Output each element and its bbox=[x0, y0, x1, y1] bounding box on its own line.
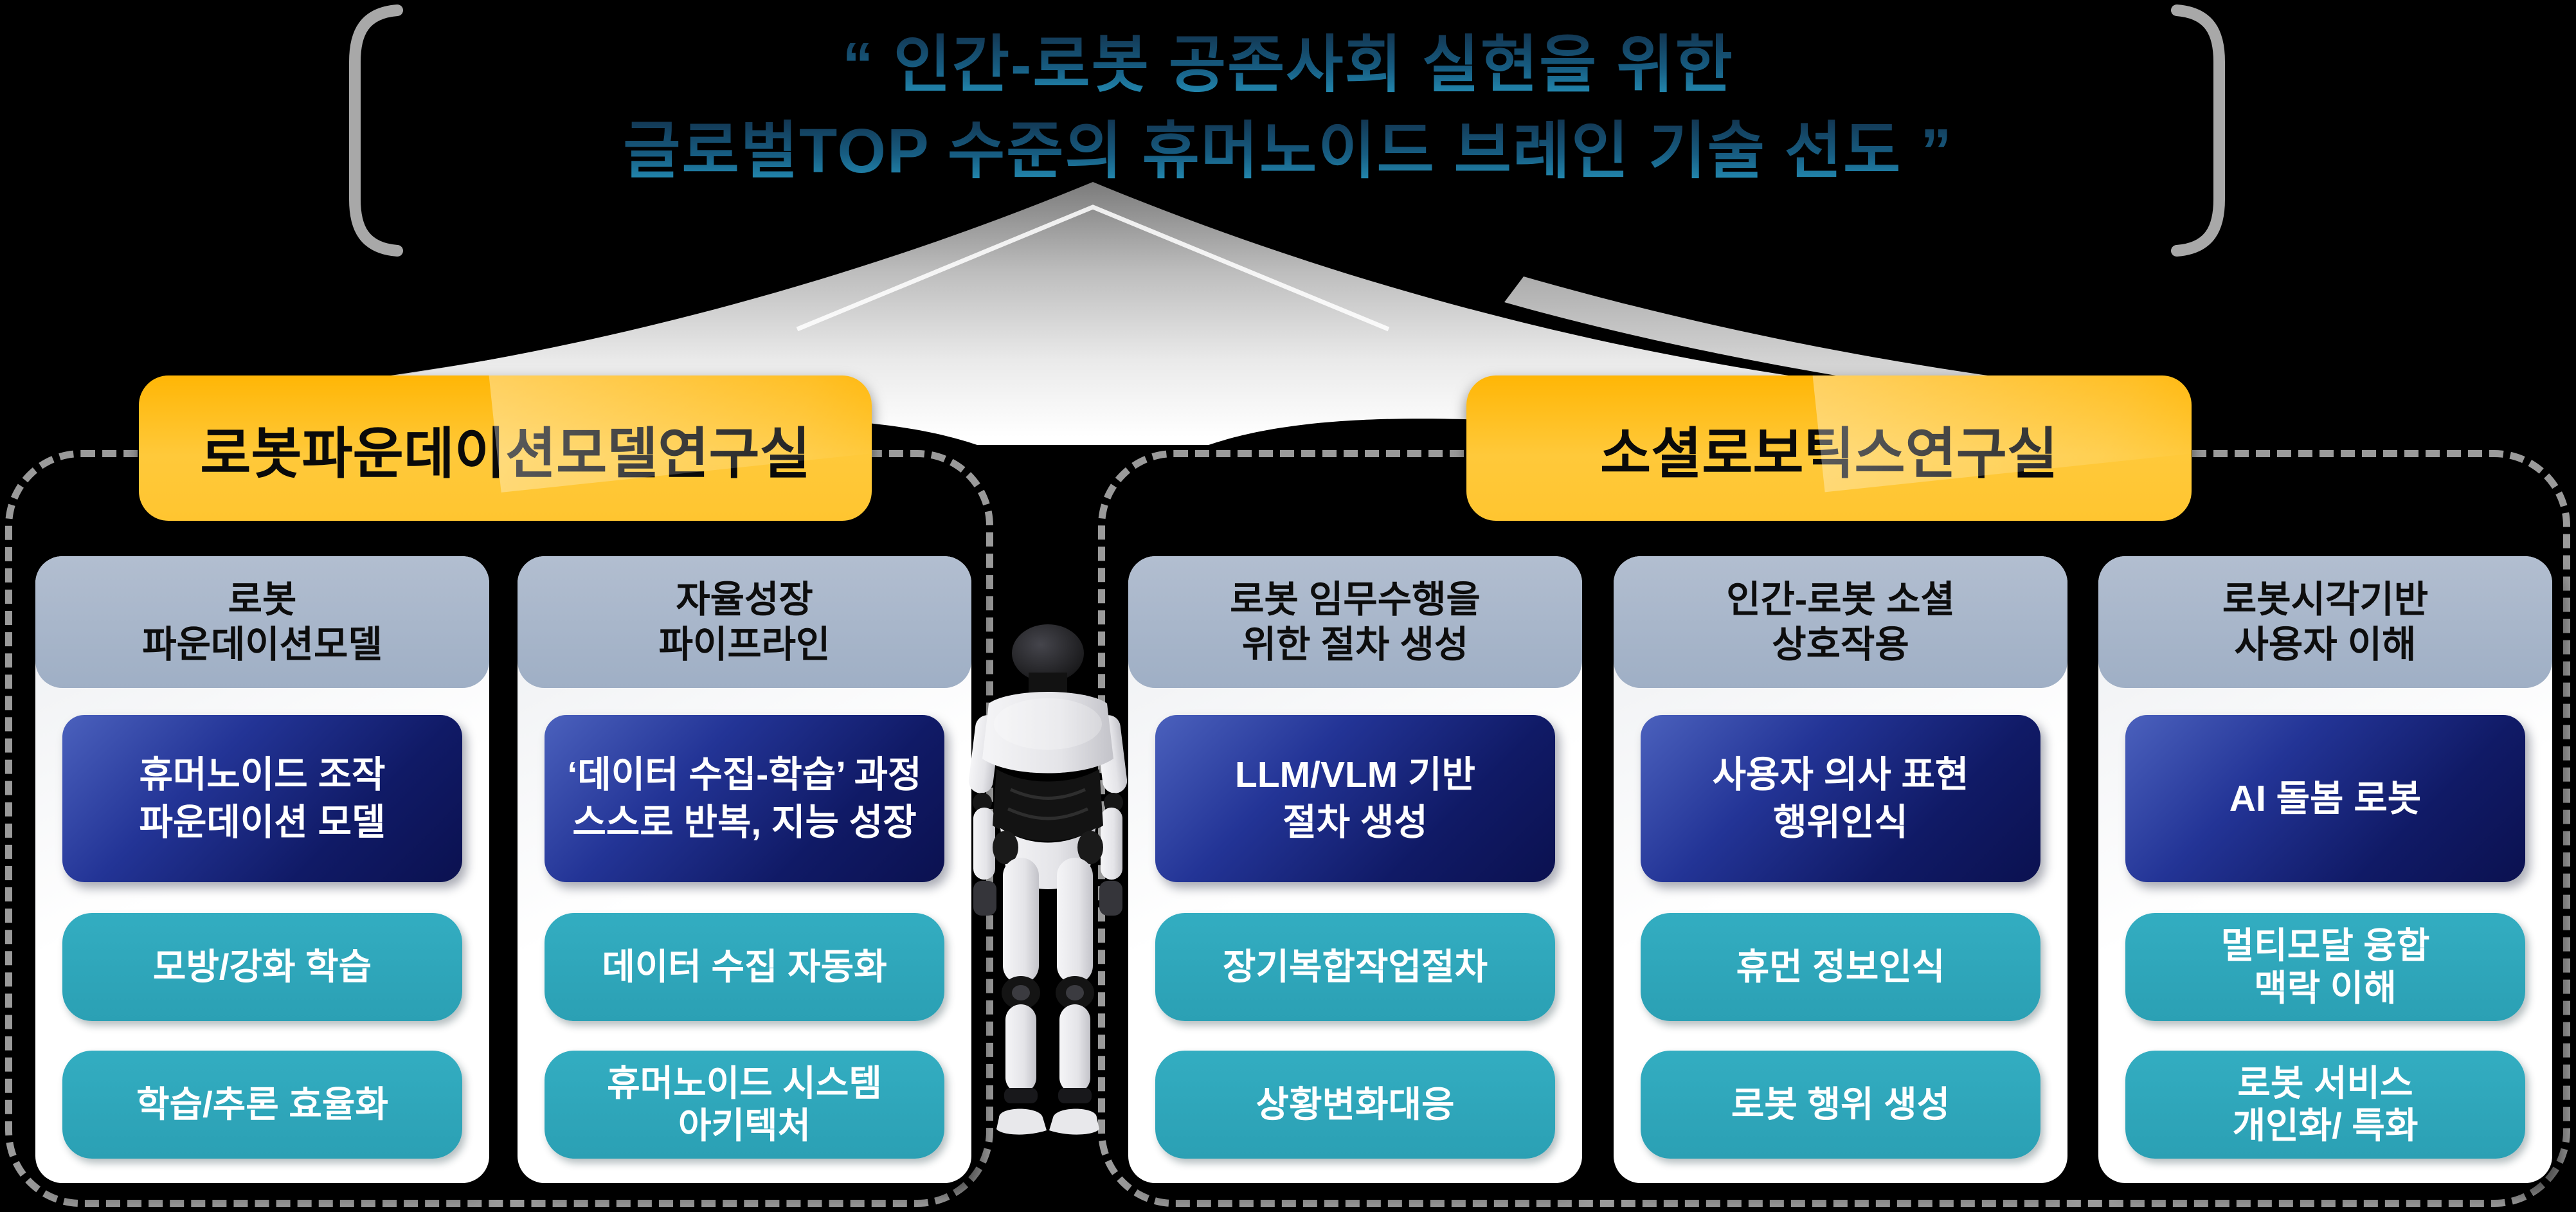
robot-knee-cap-right bbox=[1066, 985, 1084, 1000]
robot-shin-right bbox=[1059, 1004, 1090, 1093]
robot-hip-right bbox=[1077, 831, 1103, 864]
robot-head bbox=[1012, 624, 1084, 682]
vision-line-1: “ 인간-로봇 공존사회 실현을 위한 bbox=[334, 22, 2242, 108]
item-box: 로봇 행위 생성 bbox=[1641, 1051, 2040, 1159]
right-bracket-icon bbox=[2171, 5, 2225, 257]
robot-foot-right bbox=[1049, 1108, 1099, 1135]
highlight-box: AI 돌봄 로봇 bbox=[2125, 715, 2525, 882]
group-card-autonomous-growth-pipeline: 자율성장 파이프라인 ‘데이터 수집-학습’ 과정 스스로 반복, 지능 성장 … bbox=[518, 556, 971, 1183]
group-card-robot-foundation-model: 로봇 파운데이션모델 휴머노이드 조작 파운데이션 모델 모방/강화 학습 학습… bbox=[35, 556, 489, 1183]
robot-hip-left bbox=[993, 831, 1018, 864]
item-box: 휴머노이드 시스템 아키텍처 bbox=[545, 1051, 944, 1159]
lab-title-social-robotics: 소셜로보틱스연구실 bbox=[1466, 375, 2192, 521]
robot-ankle-left bbox=[1004, 1088, 1038, 1103]
left-bracket-icon bbox=[349, 5, 403, 257]
robot-hand-right bbox=[1099, 881, 1122, 916]
robot-torso bbox=[982, 692, 1113, 773]
item-box: 로봇 서비스 개인화/ 특화 bbox=[2125, 1051, 2525, 1159]
highlight-box: 사용자 의사 표현 행위인식 bbox=[1641, 715, 2040, 882]
group-header: 로봇시각기반 사용자 이해 bbox=[2098, 556, 2552, 688]
item-box: 학습/추론 효율화 bbox=[62, 1051, 462, 1159]
robot-foot-left bbox=[996, 1108, 1047, 1135]
highlight-box: LLM/VLM 기반 절차 생성 bbox=[1155, 715, 1555, 882]
item-box: 상황변화대응 bbox=[1155, 1051, 1555, 1159]
lab-title-robot-foundation: 로봇파운데이션모델연구실 bbox=[139, 375, 872, 521]
beam-peak-highlight-icon bbox=[796, 204, 1390, 332]
group-header: 자율성장 파이프라인 bbox=[518, 556, 971, 688]
robot-waist-rib bbox=[1009, 788, 1086, 800]
item-box: 모방/강화 학습 bbox=[62, 913, 462, 1021]
item-box: 장기복합작업절차 bbox=[1155, 913, 1555, 1021]
humanoid-robot-image bbox=[968, 624, 1128, 1135]
group-card-robot-vision-user-understanding: 로봇시각기반 사용자 이해 AI 돌봄 로봇 멀티모달 융합 맥락 이해 로봇 … bbox=[2098, 556, 2552, 1183]
robot-forearm-left bbox=[973, 808, 995, 880]
group-header: 인간-로봇 소셜 상호작용 bbox=[1614, 556, 2067, 688]
robot-waist bbox=[993, 769, 1103, 841]
item-box: 멀티모달 융합 맥락 이해 bbox=[2125, 913, 2525, 1021]
vision-statement: “ 인간-로봇 공존사회 실현을 위한 글로벌TOP 수준의 휴머노이드 브레인… bbox=[334, 22, 2242, 194]
robot-waist-rib bbox=[1007, 807, 1089, 820]
robot-thigh-left bbox=[1003, 858, 1039, 984]
highlight-box: 휴머노이드 조작 파운데이션 모델 bbox=[62, 715, 462, 882]
group-card-task-procedure-generation: 로봇 임무수행을 위한 절차 생성 LLM/VLM 기반 절차 생성 장기복합작… bbox=[1128, 556, 1582, 1183]
robot-ankle-right bbox=[1058, 1088, 1092, 1103]
vision-line-2: 글로벌TOP 수준의 휴머노이드 브레인 기술 선도 ” bbox=[334, 108, 2242, 194]
robot-chest-sheen bbox=[994, 698, 1102, 750]
highlight-box: ‘데이터 수집-학습’ 과정 스스로 반복, 지능 성장 bbox=[545, 715, 944, 882]
robot-elbow-right bbox=[1104, 793, 1123, 812]
robot-shin-left bbox=[1005, 1004, 1036, 1093]
robot-hand-left bbox=[973, 881, 996, 916]
robot-forearm-right bbox=[1101, 808, 1122, 880]
robot-thigh-right bbox=[1057, 858, 1093, 984]
item-box: 데이터 수집 자동화 bbox=[545, 913, 944, 1021]
robot-elbow-left bbox=[973, 793, 992, 812]
group-header: 로봇 파운데이션모델 bbox=[35, 556, 489, 688]
robot-knee-cap-left bbox=[1012, 985, 1030, 1000]
item-box: 휴먼 정보인식 bbox=[1641, 913, 2040, 1021]
group-card-human-robot-social-interaction: 인간-로봇 소셜 상호작용 사용자 의사 표현 행위인식 휴먼 정보인식 로봇 … bbox=[1614, 556, 2067, 1183]
group-header: 로봇 임무수행을 위한 절차 생성 bbox=[1128, 556, 1582, 688]
